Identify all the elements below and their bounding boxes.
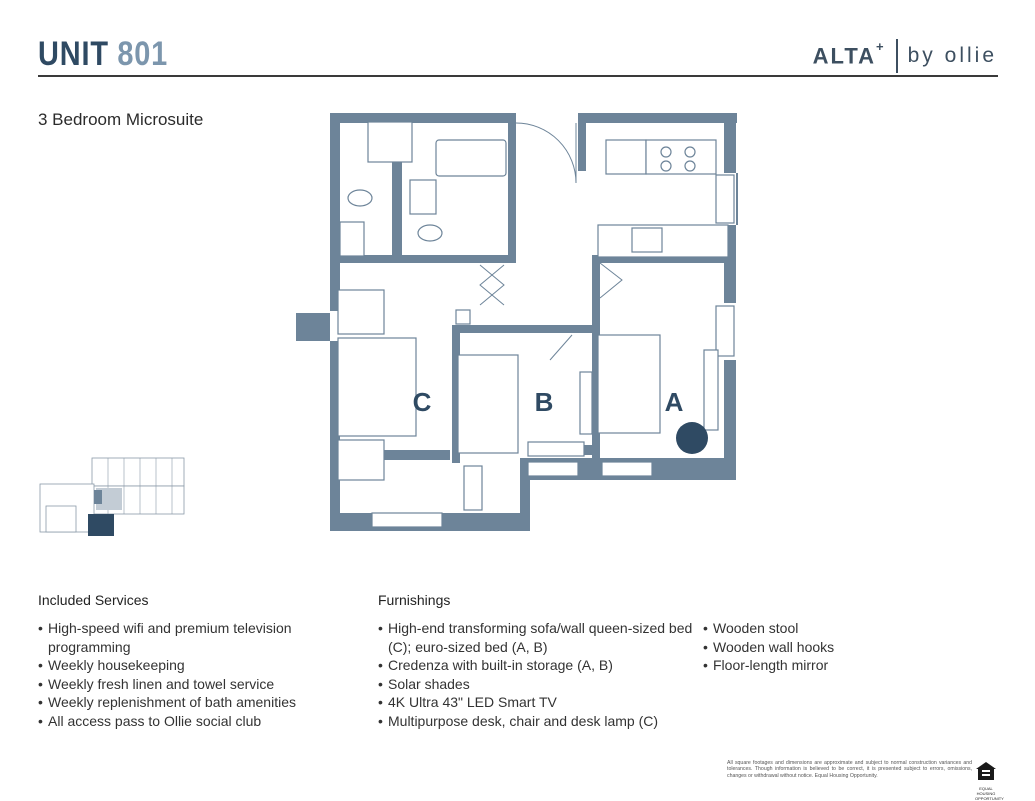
room-label-a: A <box>665 387 684 417</box>
brand-logo: ALTA+ by ollie <box>812 38 997 73</box>
list-item: Weekly replenishment of bath amenities <box>38 693 328 712</box>
plan-doors <box>479 122 623 361</box>
list-item: Weekly housekeeping <box>38 656 328 675</box>
list-item: Wooden wall hooks <box>703 638 903 657</box>
furnishings-list: High-end transforming sofa/wall queen-si… <box>378 619 703 731</box>
furnishings-title: Furnishings <box>378 592 451 608</box>
list-item: High-end transforming sofa/wall queen-si… <box>378 619 703 656</box>
list-item: All access pass to Ollie social club <box>38 712 328 731</box>
list-item: Wooden stool <box>703 619 903 638</box>
plan-fixtures <box>337 121 735 528</box>
legal-disclaimer: All square footages and dimensions are a… <box>727 760 972 779</box>
list-item: Weekly fresh linen and towel service <box>38 675 328 694</box>
list-item: Floor-length mirror <box>703 656 903 675</box>
list-item: 4K Ultra 43" LED Smart TV <box>378 693 703 712</box>
equal-housing-logo: EQUAL HOUSING OPPORTUNITY <box>975 761 1004 801</box>
house-icon <box>976 762 996 780</box>
included-services-title: Included Services <box>38 592 149 608</box>
room-label-b: B <box>535 387 554 417</box>
key-plan <box>39 457 185 536</box>
header-rule <box>38 75 998 77</box>
list-item: Multipurpose desk, chair and desk lamp (… <box>378 712 703 731</box>
unit-number: 801 <box>117 35 169 73</box>
list-item: Solar shades <box>378 675 703 694</box>
list-item: High-speed wifi and premium television p… <box>38 619 328 656</box>
brand-sub: by ollie <box>907 44 997 67</box>
floor-plan: C B A <box>296 113 738 531</box>
list-item: Credenza with built-in storage (A, B) <box>378 656 703 675</box>
stool-marker <box>676 422 708 454</box>
eho-label: EQUAL HOUSING OPPORTUNITY <box>975 786 1004 801</box>
unit-word: UNIT <box>38 35 109 73</box>
brand-divider <box>895 39 898 73</box>
included-services-list: High-speed wifi and premium television p… <box>38 619 328 731</box>
furnishings-list-2: Wooden stool Wooden wall hooks Floor-len… <box>703 619 903 675</box>
unit-type: 3 Bedroom Microsuite <box>38 110 204 129</box>
brand-name: ALTA+ <box>812 38 884 69</box>
room-label-c: C <box>413 387 432 417</box>
